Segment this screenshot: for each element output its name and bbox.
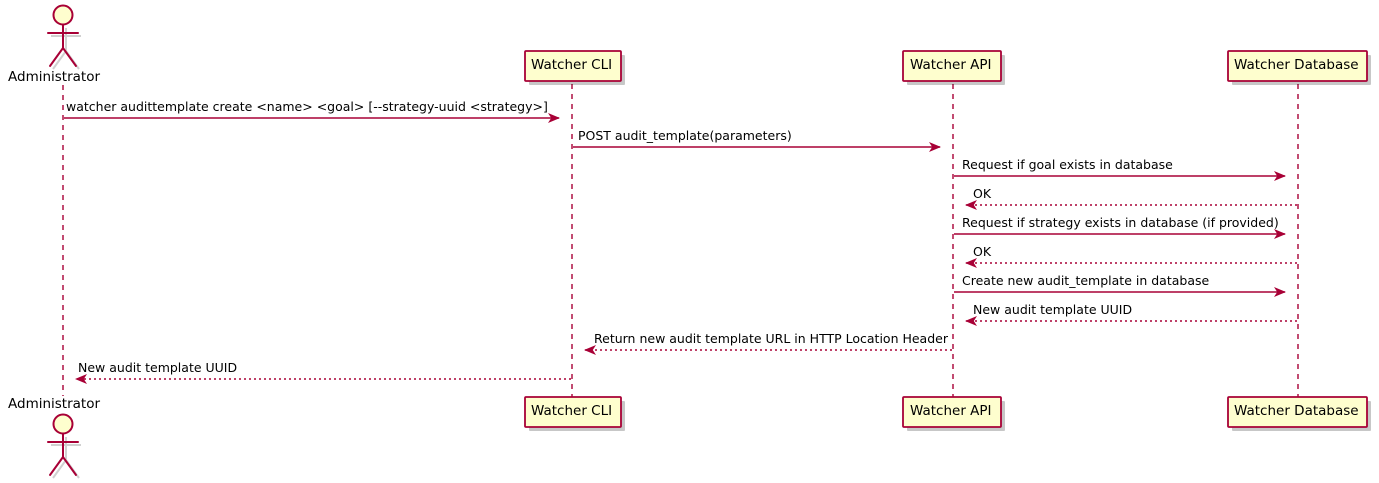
participant-box-watcher-api-top[interactable] xyxy=(902,50,1005,85)
message-label-10: New audit template UUID xyxy=(78,360,238,375)
participant-label-watcher-api-top[interactable]: Watcher API xyxy=(910,57,992,73)
actor-head-icon-bottom xyxy=(52,413,74,435)
message-label-6: OK xyxy=(973,244,992,259)
message-label-1: watcher audittemplate create <name> <goa… xyxy=(66,99,548,114)
participant-box-watcher-api-bottom[interactable] xyxy=(902,396,1005,431)
actor-label-administrator-top: Administrator xyxy=(8,69,101,85)
participant-box-watcher-database-bottom[interactable] xyxy=(1227,396,1371,431)
participant-box-watcher-cli-top[interactable] xyxy=(524,50,625,85)
participant-box-watcher-database-top[interactable] xyxy=(1227,50,1371,85)
participant-label-watcher-api-bottom[interactable]: Watcher API xyxy=(910,403,992,419)
message-label-8: New audit template UUID xyxy=(973,302,1133,317)
participant-label-watcher-database-top[interactable]: Watcher Database xyxy=(1234,57,1359,73)
actor-label-administrator-bottom: Administrator xyxy=(8,396,101,412)
participant-label-watcher-cli-top[interactable]: Watcher CLI xyxy=(531,57,613,73)
message-label-4: OK xyxy=(973,186,992,201)
participant-box-watcher-cli-bottom[interactable] xyxy=(524,396,625,431)
message-label-2: POST audit_template(parameters) xyxy=(578,128,792,143)
message-label-9: Return new audit template URL in HTTP Lo… xyxy=(594,331,948,346)
actor-administrator-bottom xyxy=(47,413,81,479)
participant-label-watcher-cli-bottom[interactable]: Watcher CLI xyxy=(531,403,613,419)
actor-administrator-top xyxy=(47,4,81,70)
actor-head-icon xyxy=(52,4,74,26)
participant-label-watcher-database-bottom[interactable]: Watcher Database xyxy=(1234,403,1359,419)
message-label-7: Create new audit_template in database xyxy=(962,273,1210,288)
message-label-3: Request if goal exists in database xyxy=(962,157,1173,172)
message-label-5: Request if strategy exists in database (… xyxy=(962,215,1279,230)
